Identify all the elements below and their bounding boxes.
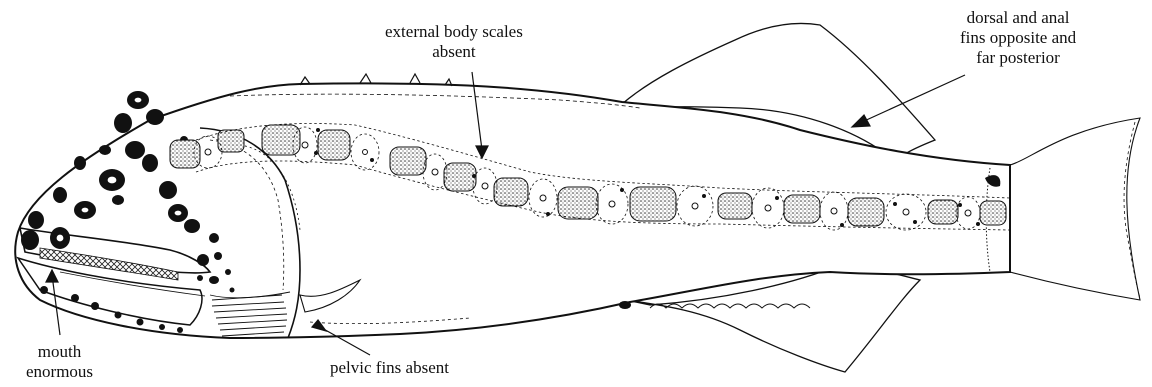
caudal-fin [1010, 118, 1140, 300]
label-pelvic-fins-absent: pelvic fins absent [330, 358, 449, 378]
label-dorsal-anal-fins: dorsal and anal fins opposite and far po… [960, 8, 1076, 68]
label-scales-absent: external body scales absent [385, 22, 523, 62]
label-mouth-enormous: mouth enormous [26, 342, 93, 382]
